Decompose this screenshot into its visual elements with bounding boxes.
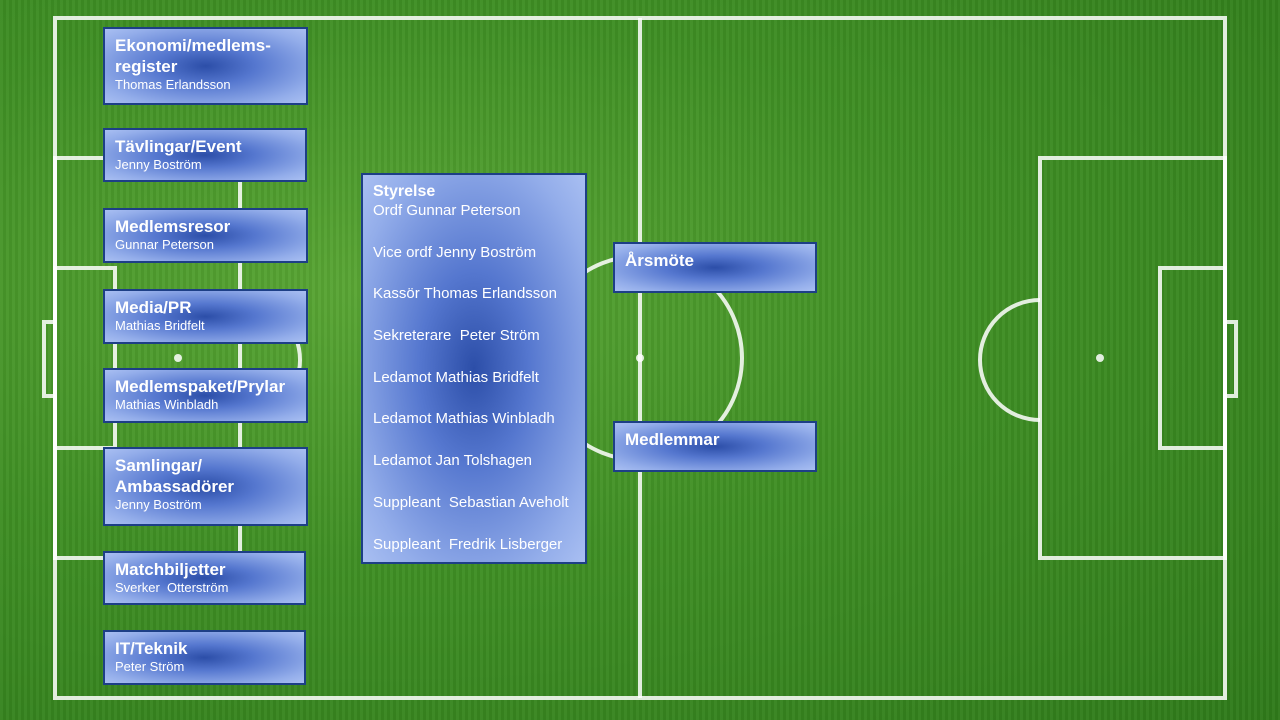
committee-person: Mathias Bridfelt [115,318,205,333]
board-member: Suppleant Sebastian Aveholt [373,493,569,511]
committee-title: Medlemsresor [115,217,231,236]
committee-box-ekonomi: Ekonomi/medlems- register Thomas Erlands… [103,27,308,105]
members-title: Medlemmar [625,430,720,449]
board-member: Ordf Gunnar Peterson [373,202,521,219]
board-member: Suppleant Fredrik Lisberger [373,535,563,553]
committee-person: Jenny Boström [115,497,202,512]
committee-person: Mathias Winbladh [115,397,219,412]
committee-box-media: Media/PR Mathias Bridfelt [103,289,308,344]
board-member: Sekreterare Peter Ström [373,327,540,345]
board-member: Ledamot Mathias Bridfelt [373,368,539,386]
committee-box-medlemsresor: Medlemsresor Gunnar Peterson [103,208,308,263]
committee-person: Sverker Otterström [115,580,229,595]
members-box: Medlemmar [613,421,817,472]
committee-box-medlemspaket: Medlemspaket/Prylar Mathias Winbladh [103,368,308,423]
committee-box-tavlingar: Tävlingar/Event Jenny Boström [103,128,307,182]
board-box: Styrelse Ordf Gunnar Peterson Vice ordf … [361,173,587,564]
committee-title: Medlemspaket/Prylar [115,377,286,396]
committee-person: Gunnar Peterson [115,237,215,252]
committee-title: IT/Teknik [115,639,188,658]
committee-title: Matchbiljetter [115,560,226,579]
committee-box-samlingar: Samlingar/ Ambassadörer Jenny Boström [103,447,308,526]
committee-title: Media/PR [115,298,192,317]
committee-title: Ekonomi/medlems- register [115,36,271,76]
board-member: Vice ordf Jenny Boström [373,243,537,261]
committee-title: Tävlingar/Event [115,137,242,156]
annual-meeting-box: Årsmöte [613,242,817,293]
committee-person: Thomas Erlandsson [115,77,231,92]
committee-box-it: IT/Teknik Peter Ström [103,630,306,685]
board-member: Ledamot Jan Tolshagen [373,452,533,470]
board-member: Kassör Thomas Erlandsson [373,285,557,303]
annual-meeting-title: Årsmöte [625,251,694,270]
committee-box-matchbiljetter: Matchbiljetter Sverker Otterström [103,551,306,605]
board-member: Ledamot Mathias Winbladh [373,410,555,428]
committee-person: Jenny Boström [115,157,202,172]
board-title: Styrelse [373,183,436,200]
committee-person: Peter Ström [115,659,185,674]
committee-title: Samlingar/ Ambassadörer [115,456,235,496]
